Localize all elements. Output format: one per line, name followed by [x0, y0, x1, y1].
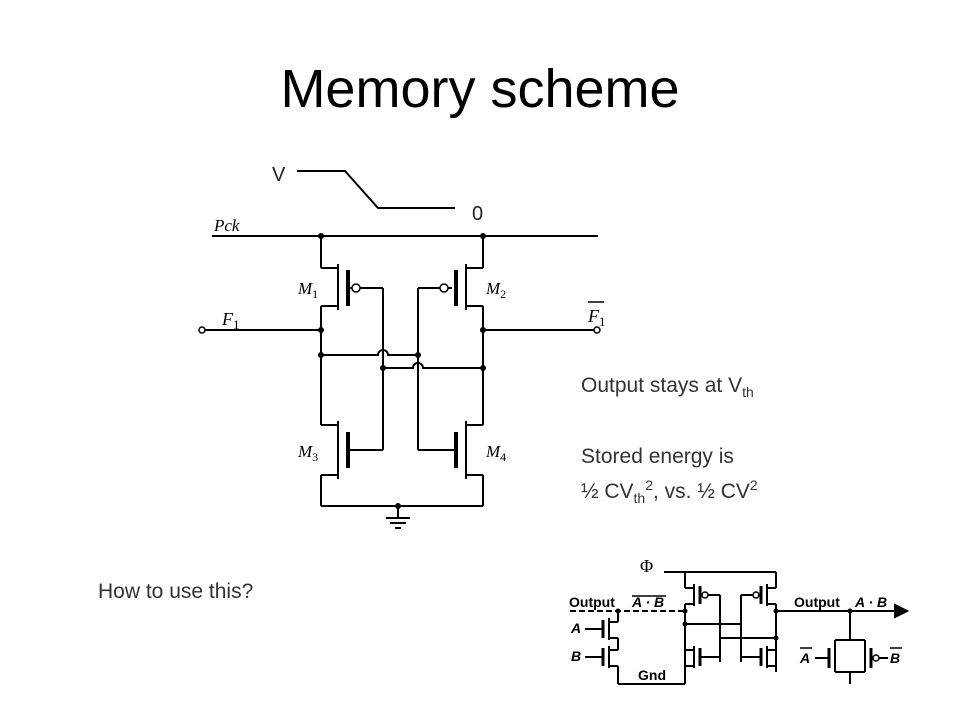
a-label: A — [570, 620, 581, 636]
phi-label: Φ — [640, 556, 653, 576]
output-left-label: Output — [569, 594, 615, 610]
b-label: B — [571, 648, 581, 664]
a-bar-label: A — [799, 650, 810, 666]
clock-waveform — [297, 170, 455, 209]
pck-label: Pck — [213, 216, 240, 235]
m2-label: M2 — [485, 279, 506, 301]
expr-right-label: A · B — [854, 594, 887, 610]
note-output-vth: Output stays at Vth — [581, 374, 754, 401]
note-stored-energy: Stored energy is ½ CVth2, vs. ½ CV2 — [581, 445, 758, 507]
expr-left-label: A · B — [631, 594, 664, 610]
m1-label: M1 — [297, 279, 318, 301]
m4-label: M4 — [485, 442, 506, 464]
clock-high-label: V — [272, 164, 286, 186]
output-label: F1 — [587, 306, 606, 329]
input-label: F1 — [221, 309, 240, 332]
b-bar-label: B — [890, 650, 900, 666]
question-text: How to use this? — [98, 580, 254, 603]
page-title: Memory scheme — [280, 59, 680, 119]
clock-low-label: 0 — [472, 203, 483, 225]
output-right-label: Output — [794, 594, 840, 610]
m3-label: M3 — [297, 442, 318, 464]
gnd-label: Gnd — [638, 667, 666, 683]
